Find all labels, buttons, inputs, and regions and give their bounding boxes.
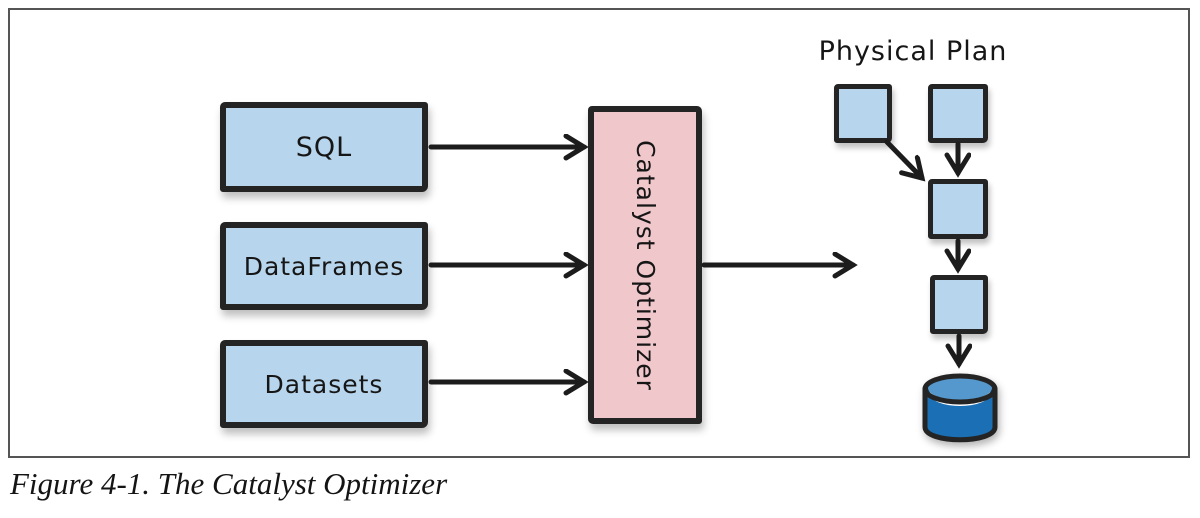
- node-datasets-label: Datasets: [264, 369, 384, 399]
- physical-plan-node-2: [928, 84, 988, 143]
- physical-plan-node-4: [930, 275, 988, 334]
- catalyst-optimizer-label: Catalyst Optimizer: [630, 139, 660, 391]
- node-datasets: Datasets: [220, 340, 428, 428]
- node-catalyst-optimizer: Catalyst Optimizer: [588, 106, 702, 424]
- figure-caption: Figure 4-1. The Catalyst Optimizer: [10, 466, 448, 501]
- node-dataframes: DataFrames: [220, 222, 428, 310]
- node-dataframes-label: DataFrames: [243, 251, 405, 281]
- physical-plan-node-3: [928, 179, 988, 239]
- node-sql: SQL: [220, 102, 428, 192]
- node-sql-label: SQL: [295, 131, 353, 163]
- physical-plan-title: Physical Plan: [818, 36, 1008, 67]
- physical-plan-node-1: [834, 84, 892, 143]
- database-icon: [922, 373, 998, 443]
- arrow-ppnode1-to-ppnode3: [884, 139, 922, 178]
- diagram-panel: SQL DataFrames Datasets Catalyst Optimiz…: [8, 8, 1190, 458]
